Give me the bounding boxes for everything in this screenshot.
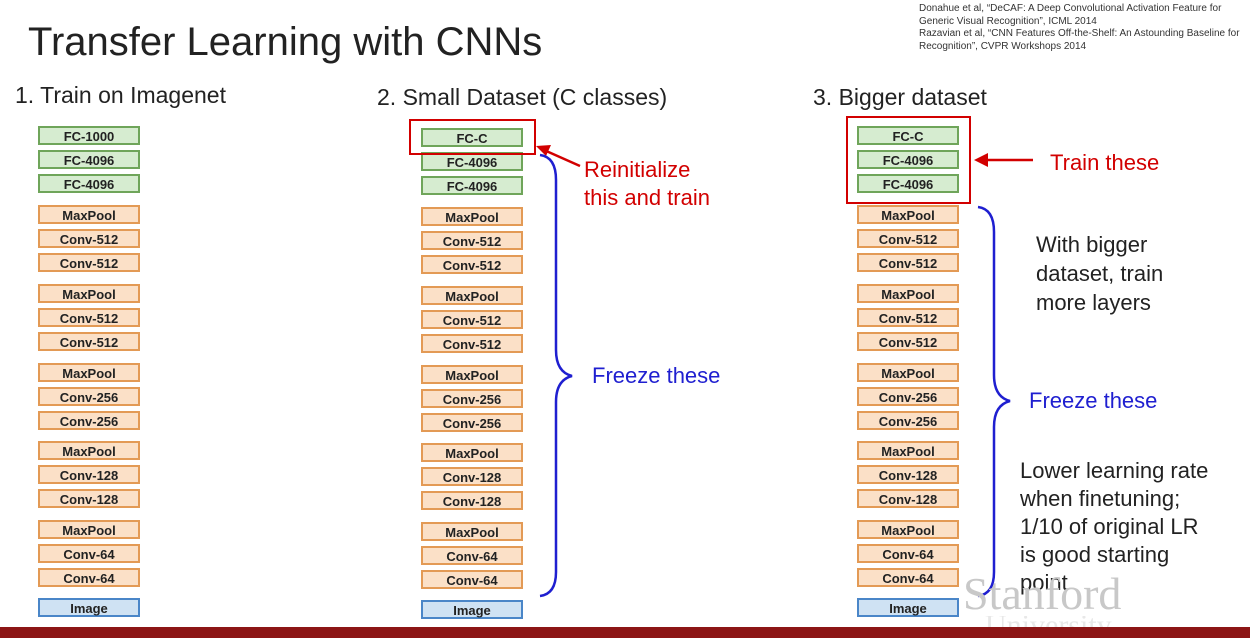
layer-maxpool: MaxPool <box>421 365 523 384</box>
layer-conv-512: Conv-512 <box>421 231 523 250</box>
layer-maxpool: MaxPool <box>38 363 140 382</box>
layer-maxpool: MaxPool <box>857 520 959 539</box>
layer-conv-256: Conv-256 <box>857 387 959 406</box>
layer-conv-128: Conv-128 <box>421 467 523 486</box>
layer-conv-64: Conv-64 <box>857 544 959 563</box>
layer-conv-512: Conv-512 <box>38 253 140 272</box>
lr-note-line1: Lower learning rate <box>1020 458 1209 483</box>
lr-note-line3: 1/10 of original LR <box>1020 514 1199 539</box>
reinit-label: Reinitialize this and train <box>584 156 710 212</box>
layer-fc-4096: FC-4096 <box>857 174 959 193</box>
layer-conv-512: Conv-512 <box>857 308 959 327</box>
layer-maxpool: MaxPool <box>421 522 523 541</box>
layer-conv-128: Conv-128 <box>421 491 523 510</box>
train-arrow-head <box>974 153 988 167</box>
layer-conv-512: Conv-512 <box>421 310 523 329</box>
layer-conv-512: Conv-512 <box>38 332 140 351</box>
layer-fc-4096: FC-4096 <box>38 174 140 193</box>
layer-maxpool: MaxPool <box>421 286 523 305</box>
train-label: Train these <box>1050 150 1160 175</box>
column-1-heading: 1. Train on Imagenet <box>15 82 226 108</box>
layer-conv-256: Conv-256 <box>38 387 140 406</box>
layer-conv-128: Conv-128 <box>38 489 140 508</box>
layer-fc-c: FC-C <box>857 126 959 145</box>
freeze-label-small: Freeze these <box>592 363 721 388</box>
layer-conv-256: Conv-256 <box>421 413 523 432</box>
layer-maxpool: MaxPool <box>857 205 959 224</box>
lr-note-line5: point <box>1020 570 1068 595</box>
layer-fc-4096: FC-4096 <box>421 176 523 195</box>
footer-bar <box>0 627 1250 638</box>
layer-conv-512: Conv-512 <box>38 308 140 327</box>
column-2-heading: 2. Small Dataset (C classes) <box>377 84 668 110</box>
freeze-label-big: Freeze these <box>1029 388 1158 413</box>
layer-maxpool: MaxPool <box>421 443 523 462</box>
layer-conv-512: Conv-512 <box>857 229 959 248</box>
freeze-brace-big <box>977 205 1011 598</box>
layer-maxpool: MaxPool <box>38 520 140 539</box>
layer-conv-128: Conv-128 <box>38 465 140 484</box>
slide-title: Transfer Learning with CNNs <box>28 20 543 64</box>
lr-note-line4: is good starting <box>1020 542 1170 567</box>
bigger-note-line1: With bigger <box>1036 232 1148 257</box>
layer-conv-512: Conv-512 <box>38 229 140 248</box>
layer-fc-4096: FC-4096 <box>857 150 959 169</box>
layer-conv-512: Conv-512 <box>421 255 523 274</box>
layer-image: Image <box>857 598 959 617</box>
layer-maxpool: MaxPool <box>421 207 523 226</box>
stanford-watermark: Stanford <box>963 568 1122 619</box>
layer-conv-512: Conv-512 <box>857 253 959 272</box>
layer-conv-256: Conv-256 <box>857 411 959 430</box>
layer-maxpool: MaxPool <box>38 441 140 460</box>
layer-image: Image <box>421 600 523 619</box>
bigger-dataset-note: With bigger dataset, train more layers <box>1036 230 1163 317</box>
university-watermark: University <box>985 616 1112 627</box>
layer-maxpool: MaxPool <box>857 441 959 460</box>
layer-conv-64: Conv-64 <box>857 568 959 587</box>
layer-conv-128: Conv-128 <box>857 489 959 508</box>
reinit-arrow-line <box>543 148 581 168</box>
layer-fc-4096: FC-4096 <box>38 150 140 169</box>
layer-conv-128: Conv-128 <box>857 465 959 484</box>
layer-image: Image <box>38 598 140 617</box>
layer-maxpool: MaxPool <box>857 284 959 303</box>
citation-razavian: Razavian et al, “CNN Features Off-the-Sh… <box>919 28 1240 52</box>
reinit-label-line1: Reinitialize <box>584 157 691 182</box>
reinit-highlight-box <box>409 119 536 155</box>
train-highlight-box <box>846 116 971 204</box>
bigger-note-line2: dataset, train <box>1036 261 1164 286</box>
reinit-arrow-head <box>536 145 551 156</box>
bigger-note-line3: more layers <box>1036 290 1151 315</box>
reinit-label-line2: this and train <box>584 185 710 210</box>
layer-conv-64: Conv-64 <box>38 544 140 563</box>
layer-maxpool: MaxPool <box>38 284 140 303</box>
lr-note-line2: when finetuning; <box>1020 486 1181 511</box>
column-3-heading: 3. Bigger dataset <box>813 84 987 110</box>
freeze-brace-small <box>539 153 573 598</box>
citation-donahue: Donahue et al, “DeCAF: A Deep Convolutio… <box>919 3 1222 27</box>
layer-maxpool: MaxPool <box>38 205 140 224</box>
layer-conv-512: Conv-512 <box>857 332 959 351</box>
citations: Donahue et al, “DeCAF: A Deep Convolutio… <box>919 3 1245 53</box>
layer-conv-64: Conv-64 <box>421 570 523 589</box>
layer-conv-256: Conv-256 <box>421 389 523 408</box>
layer-conv-256: Conv-256 <box>38 411 140 430</box>
layer-maxpool: MaxPool <box>857 363 959 382</box>
layer-conv-64: Conv-64 <box>421 546 523 565</box>
layer-conv-512: Conv-512 <box>421 334 523 353</box>
layer-fc-c: FC-C <box>421 128 523 147</box>
layer-fc-1000: FC-1000 <box>38 126 140 145</box>
learning-rate-note: Lower learning rate when finetuning; 1/1… <box>1020 457 1208 597</box>
layer-conv-64: Conv-64 <box>38 568 140 587</box>
